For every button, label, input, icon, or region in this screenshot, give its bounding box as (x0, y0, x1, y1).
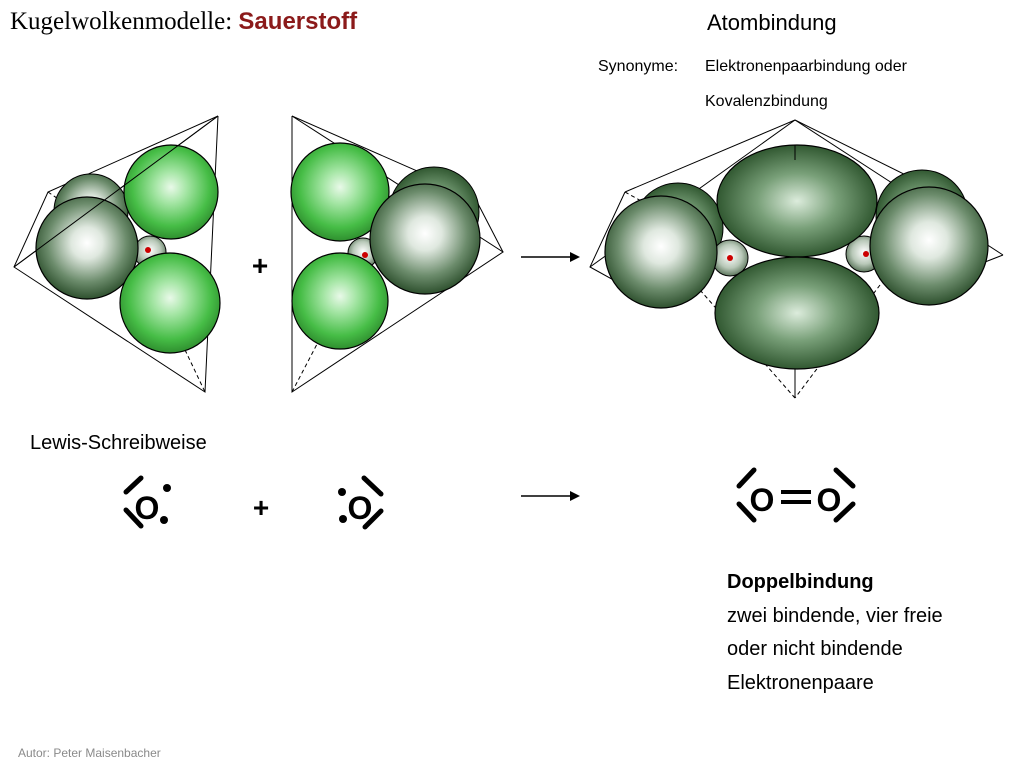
bonding-orbital (714, 256, 880, 370)
unpaired-electron-orbital (119, 252, 221, 354)
synonyms-label: Synonyme: (598, 58, 679, 75)
description-line-1: zwei bindende, vier freie (727, 604, 943, 627)
lewis-oxygen-left: O (123, 475, 171, 529)
lewis-oxygen-molecule: O O (736, 467, 856, 523)
nucleus (362, 252, 368, 258)
lone-pair-orbital (604, 195, 718, 309)
description-line-3: Elektronenpaare (727, 671, 874, 694)
lone-electron (339, 515, 347, 523)
unpaired-electron-orbital (291, 252, 389, 350)
unpaired-electron-orbital (290, 142, 390, 242)
lone-electron (338, 488, 346, 496)
title-prefix: Kugelwolkenmodelle: (10, 8, 233, 35)
oxygen-molecule (589, 119, 1004, 399)
reaction-arrow-lewis (521, 491, 580, 501)
lone-pair-orbital (869, 186, 989, 306)
nucleus (863, 251, 869, 257)
bond-type-heading: Atombindung (707, 10, 837, 35)
lewis-oxygen-symbol: O (750, 482, 775, 518)
lewis-oxygen-symbol: O (817, 482, 842, 518)
lone-pair-orbital (369, 183, 481, 295)
synonyms-line-1: Elektronenpaarbindung oder (705, 58, 907, 75)
bonding-orbital (716, 144, 878, 258)
lewis-oxygen-symbol: O (135, 490, 160, 526)
nucleus (145, 247, 151, 253)
nucleus (727, 255, 733, 261)
lone-electron (160, 516, 168, 524)
unpaired-electron-orbital (123, 144, 219, 240)
author-credit: Autor: Peter Maisenbacher (18, 746, 161, 760)
lone-pair-orbital (35, 196, 139, 300)
lewis-oxygen-right: O (338, 475, 384, 530)
model-plus-sign: + (252, 250, 268, 281)
oxygen-atom-left (13, 115, 221, 393)
lewis-plus-sign: + (253, 492, 269, 523)
title-element: Sauerstoff (238, 8, 358, 35)
description-heading: Doppelbindung (727, 571, 874, 593)
synonyms-line-2: Kovalenzbindung (705, 93, 828, 110)
page-title: Kugelwolkenmodelle: Sauerstoff (10, 8, 357, 36)
lone-electron (163, 484, 171, 492)
description-line-2: oder nicht bindende (727, 638, 903, 660)
reaction-arrow-model (521, 252, 580, 262)
oxygen-atom-right (290, 115, 504, 393)
lewis-oxygen-symbol: O (348, 490, 373, 526)
lewis-label: Lewis-Schreibweise (30, 432, 207, 454)
bond-description: Doppelbindung zwei bindende, vier freie … (727, 566, 943, 700)
